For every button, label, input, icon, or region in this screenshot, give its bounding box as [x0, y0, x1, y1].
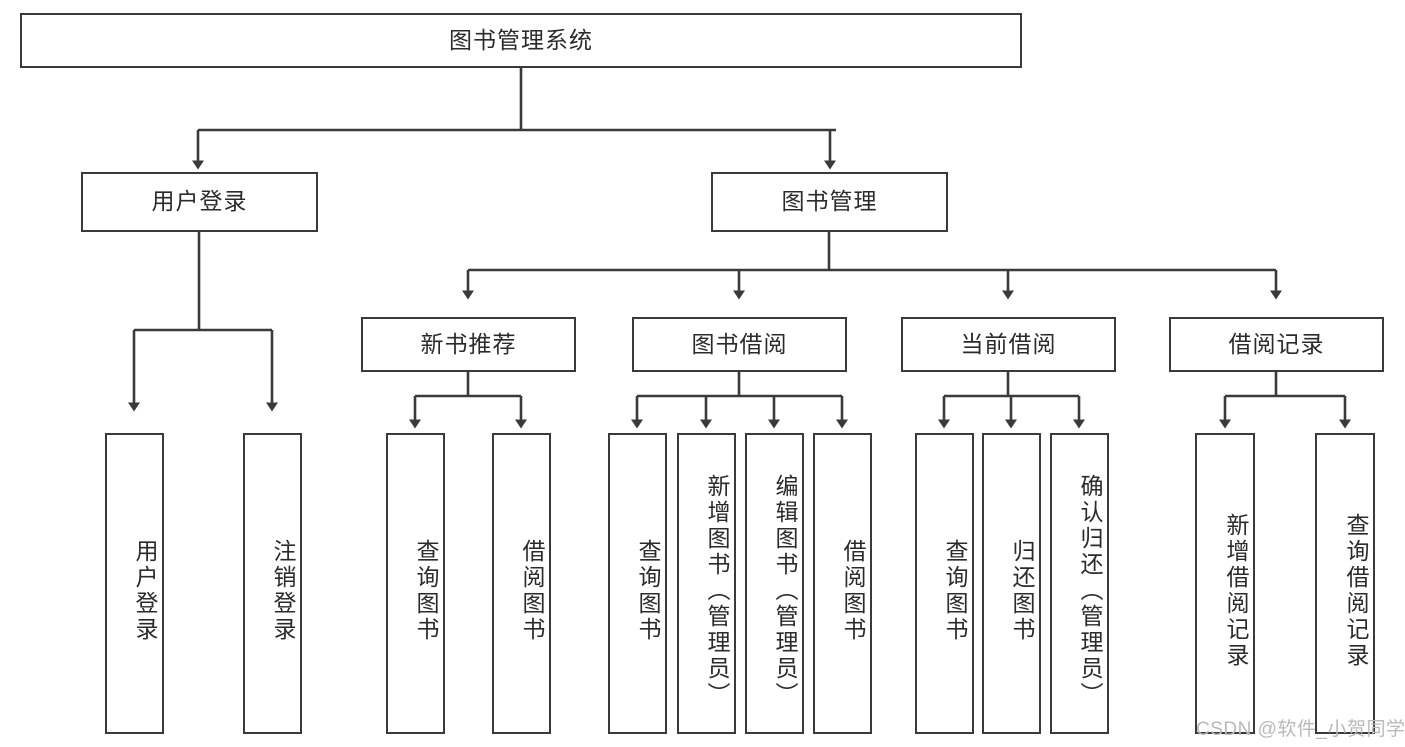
- node-label: 编辑图书（管理员）: [772, 473, 798, 708]
- node-label: 借阅图书: [519, 538, 545, 643]
- node-new-book-recommend[interactable]: 新书推荐: [361, 317, 576, 372]
- node-label: 查询图书: [942, 538, 968, 643]
- leaf-query-book-3[interactable]: 查询图书: [915, 433, 974, 734]
- node-current-borrow[interactable]: 当前借阅: [901, 317, 1116, 372]
- node-label: 当前借阅: [960, 330, 1057, 357]
- node-book-management[interactable]: 图书管理: [711, 172, 948, 232]
- node-label: 确认归还（管理员）: [1077, 473, 1103, 708]
- leaf-add-record[interactable]: 新增借阅记录: [1195, 433, 1255, 734]
- node-user-login[interactable]: 用户登录: [81, 172, 318, 232]
- node-book-management-system[interactable]: 图书管理系统: [20, 13, 1022, 68]
- node-label: 新增借阅记录: [1223, 512, 1249, 669]
- leaf-query-book-2[interactable]: 查询图书: [608, 433, 667, 734]
- node-label: 用户登录: [132, 538, 158, 643]
- node-label: 用户登录: [151, 188, 248, 215]
- leaf-query-book-1[interactable]: 查询图书: [386, 433, 445, 734]
- leaf-user-login[interactable]: 用户登录: [105, 433, 164, 734]
- leaf-return-book[interactable]: 归还图书: [982, 433, 1041, 734]
- node-label: 借阅记录: [1228, 330, 1325, 357]
- leaf-add-book[interactable]: 新增图书（管理员）: [677, 433, 736, 734]
- node-label: 新书推荐: [420, 330, 517, 357]
- leaf-borrow-book-1[interactable]: 借阅图书: [492, 433, 551, 734]
- node-label: 图书管理: [781, 188, 878, 215]
- node-borrow-record[interactable]: 借阅记录: [1169, 317, 1384, 372]
- node-label: 图书借阅: [691, 330, 788, 357]
- csdn-watermark: CSDN @软件_小贺同学: [1196, 719, 1405, 740]
- node-label: 查询借阅记录: [1343, 512, 1369, 669]
- leaf-query-record[interactable]: 查询借阅记录: [1315, 433, 1375, 734]
- leaf-confirm-return[interactable]: 确认归还（管理员）: [1050, 433, 1109, 734]
- node-label: 新增图书（管理员）: [704, 473, 730, 708]
- node-label: 查询图书: [635, 538, 661, 643]
- node-label: 注销登录: [270, 538, 296, 643]
- node-label: 借阅图书: [840, 538, 866, 643]
- leaf-borrow-book-2[interactable]: 借阅图书: [813, 433, 872, 734]
- node-label: 查询图书: [413, 538, 439, 643]
- node-book-borrow[interactable]: 图书借阅: [632, 317, 847, 372]
- node-label: 图书管理系统: [449, 26, 593, 53]
- node-label: 归还图书: [1009, 538, 1035, 643]
- leaf-user-logout[interactable]: 注销登录: [243, 433, 302, 734]
- leaf-edit-book[interactable]: 编辑图书（管理员）: [745, 433, 804, 734]
